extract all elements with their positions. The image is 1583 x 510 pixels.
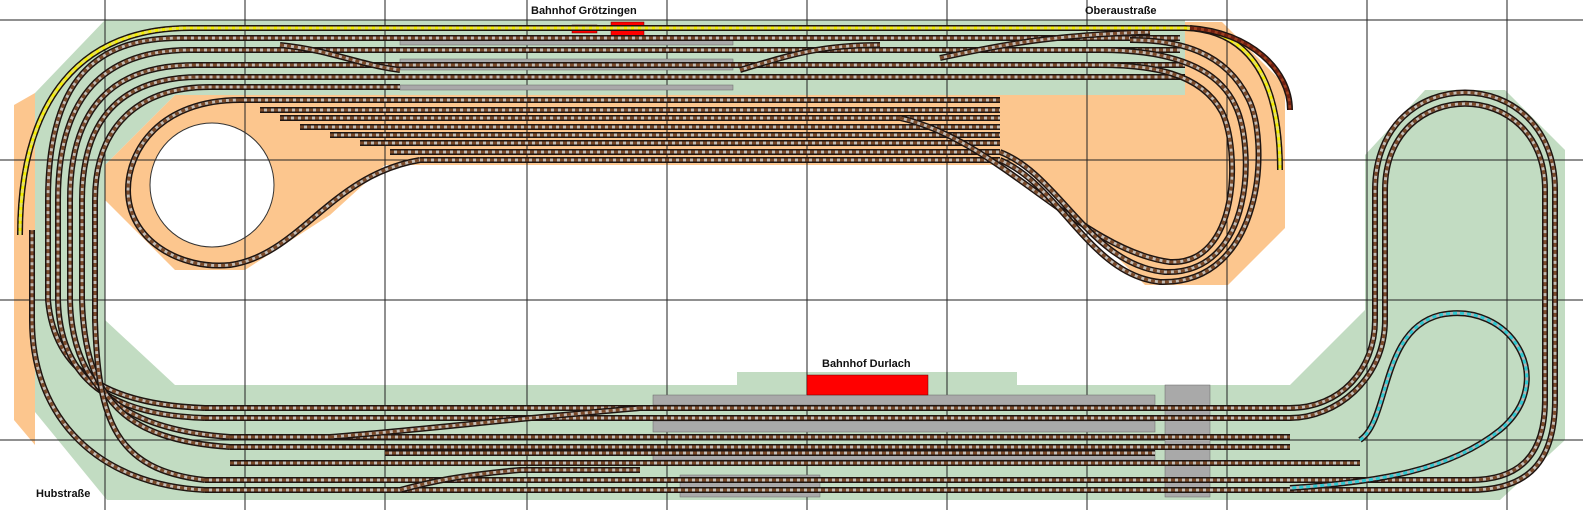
tracks xyxy=(29,29,1558,493)
track-sleepers xyxy=(329,406,641,439)
track-sleepers xyxy=(999,48,1248,274)
label-bahnhof-groetzingen: Bahnhof Grötzingen xyxy=(531,5,637,17)
track-sleepers xyxy=(80,75,1185,449)
track-sleepers xyxy=(30,230,206,492)
track-sleepers xyxy=(899,63,1234,264)
track-sleepers xyxy=(1189,26,1292,111)
track-sleepers xyxy=(205,102,1547,482)
label-oberaustrasse: Oberaustraße xyxy=(1085,5,1157,17)
board-orange-strip xyxy=(14,93,35,445)
board-cutout xyxy=(149,122,275,248)
track-sleepers xyxy=(93,85,400,482)
platform xyxy=(652,394,1156,406)
platform xyxy=(652,420,1156,433)
platform xyxy=(399,84,734,91)
station-building xyxy=(806,374,929,396)
track-sleepers xyxy=(999,38,1261,284)
label-bahnhof-durlach: Bahnhof Durlach xyxy=(822,358,911,370)
track-sleepers xyxy=(739,43,881,72)
track-sleepers xyxy=(46,36,1180,410)
track-sleepers xyxy=(56,48,1180,420)
track-sleepers xyxy=(18,26,1282,236)
track-sleepers xyxy=(279,43,401,72)
track-sleepers xyxy=(68,63,1185,439)
track-sleepers xyxy=(939,30,1151,60)
track-sleepers xyxy=(399,468,640,492)
track-sleepers xyxy=(205,91,1557,492)
track-sleepers xyxy=(1289,311,1529,490)
track-sleepers xyxy=(126,98,421,268)
label-hubstrasse: Hubstraße xyxy=(36,488,91,500)
